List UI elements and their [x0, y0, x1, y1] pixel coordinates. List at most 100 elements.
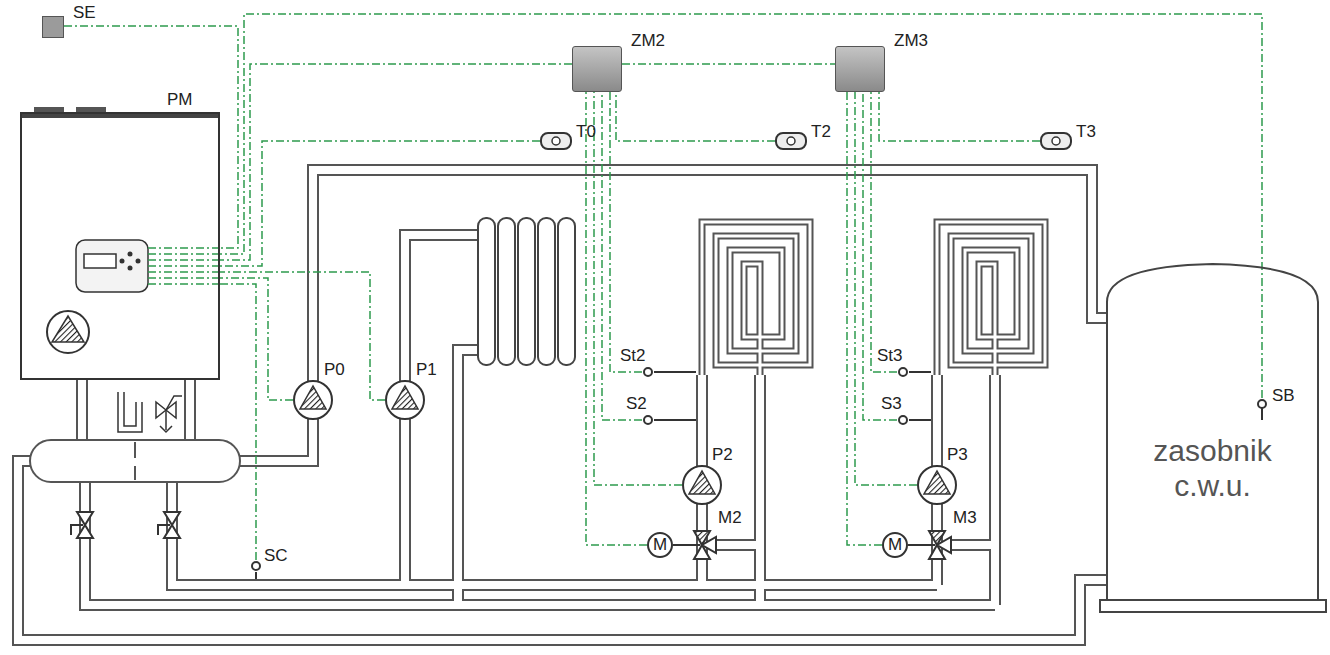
signal-wire: [586, 92, 647, 545]
separator-baffle: [134, 442, 136, 458]
signal-wire: [594, 92, 682, 485]
pump-outline: [682, 465, 722, 505]
pipe-bore: [172, 480, 937, 585]
signal-wire: [622, 63, 835, 65]
pipes: [18, 170, 1107, 640]
part-label: S2: [626, 394, 647, 413]
part-label: P1: [416, 360, 437, 379]
signal-wire: [220, 64, 572, 260]
part-label: T0: [576, 122, 596, 141]
signal-wire: [220, 141, 540, 266]
signal-wire: [610, 92, 642, 372]
radiator-column: [558, 218, 575, 365]
hydraulic-separator: [30, 440, 240, 482]
probe-outline: [897, 414, 909, 426]
internal-signal-wire: [148, 253, 220, 254]
part-label: St2: [620, 346, 646, 365]
probe-stem: [909, 371, 931, 373]
tank-outline: [1105, 262, 1320, 600]
probe-stem: [654, 419, 696, 421]
pump-casing: [386, 381, 424, 419]
pipe-wall: [458, 350, 480, 605]
probeV-outline: [1256, 398, 1268, 420]
pipe-bore: [716, 541, 760, 549]
pump-casing: [918, 466, 956, 504]
actuator-link: [908, 544, 935, 546]
mixing-valve-port: [702, 537, 716, 553]
zone-module: ZM3: [835, 46, 885, 92]
floor-coil-bore: [702, 222, 810, 375]
part-label: S3: [881, 394, 902, 413]
part-label: ZM2: [631, 31, 665, 50]
hot-water-tank: zasobnik c.w.u.SB: [1105, 262, 1320, 600]
pipe-bore: [18, 461, 1107, 640]
probe-stem: [1261, 408, 1263, 420]
motor-body: [648, 533, 672, 557]
text-holder: T2: [811, 122, 831, 142]
pipe-wall: [85, 480, 995, 605]
part-label: T3: [1076, 122, 1096, 141]
probe-outline: [897, 366, 909, 378]
circulation-pump: P0: [293, 380, 333, 420]
safety-valve-outlet: [160, 410, 172, 432]
temperature-probe: S2: [642, 414, 654, 426]
radiator-column: [498, 218, 515, 365]
text-holder: M3: [953, 508, 977, 528]
part-label: M: [653, 535, 667, 554]
pipe-bore: [458, 350, 480, 605]
floor-coil-wall: [937, 222, 1045, 375]
boiler-logo: [47, 311, 89, 353]
pipe-wall: [172, 480, 937, 585]
temperature-probe: St3: [897, 366, 909, 378]
internal-signal-wire: [148, 247, 220, 248]
pump-impeller: [392, 386, 418, 409]
pump-outline: [917, 465, 957, 505]
part-label: P2: [712, 445, 733, 464]
valve-actuator: M: [882, 532, 908, 558]
thermostat-dial: [1052, 137, 1060, 145]
valve-label: M3: [953, 508, 977, 527]
part-label: T2: [811, 122, 831, 141]
condensate-siphon: [118, 392, 142, 432]
pipe-bore: [78, 380, 86, 442]
controller-button: [136, 259, 141, 264]
pipe-wall: [18, 461, 1107, 640]
pipe-wall: [716, 539, 760, 551]
text-holder: zasobnik c.w.u.: [1120, 434, 1305, 503]
probe-stem: [654, 371, 696, 373]
actuator-link: [673, 544, 700, 546]
text-holder: P2: [712, 445, 733, 465]
text-holder: M: [882, 535, 908, 555]
thermostat-dial: [552, 137, 560, 145]
thermostat-body: [541, 133, 571, 149]
internal-signal-wire: [148, 283, 220, 284]
probe-stem: [909, 419, 931, 421]
floor-coil-bore: [937, 222, 1045, 375]
pump-impeller: [300, 386, 326, 409]
part-label: SE: [73, 3, 96, 22]
part-label: PM: [167, 90, 193, 109]
valve-handle: [71, 525, 83, 535]
temperature-probe: St2: [642, 366, 654, 378]
probe-outline: [250, 560, 262, 572]
sensor-box: SE: [42, 16, 64, 38]
signal-wire: [64, 26, 238, 248]
internal-signal-wire: [148, 271, 220, 272]
controller-panel: [76, 240, 148, 292]
pipe-wall: [238, 170, 1107, 461]
pump-casing: [683, 466, 721, 504]
room-thermostat: T2: [775, 132, 807, 150]
safety-valve-spring: [166, 396, 182, 410]
radiator-column: [538, 218, 555, 365]
internal-signal-wire: [148, 259, 220, 260]
room-thermostat: T0: [540, 132, 572, 150]
tank-label: zasobnik c.w.u.: [1153, 434, 1271, 502]
pipe-wall: [989, 375, 1001, 605]
probe-stem: [255, 572, 257, 579]
thermostat-body: [776, 133, 806, 149]
pump-casing: [294, 381, 332, 419]
part-label: P3: [947, 445, 968, 464]
probe-head: [1258, 400, 1266, 408]
part-label: ZM3: [894, 31, 928, 50]
tank-shell: [1107, 264, 1318, 600]
